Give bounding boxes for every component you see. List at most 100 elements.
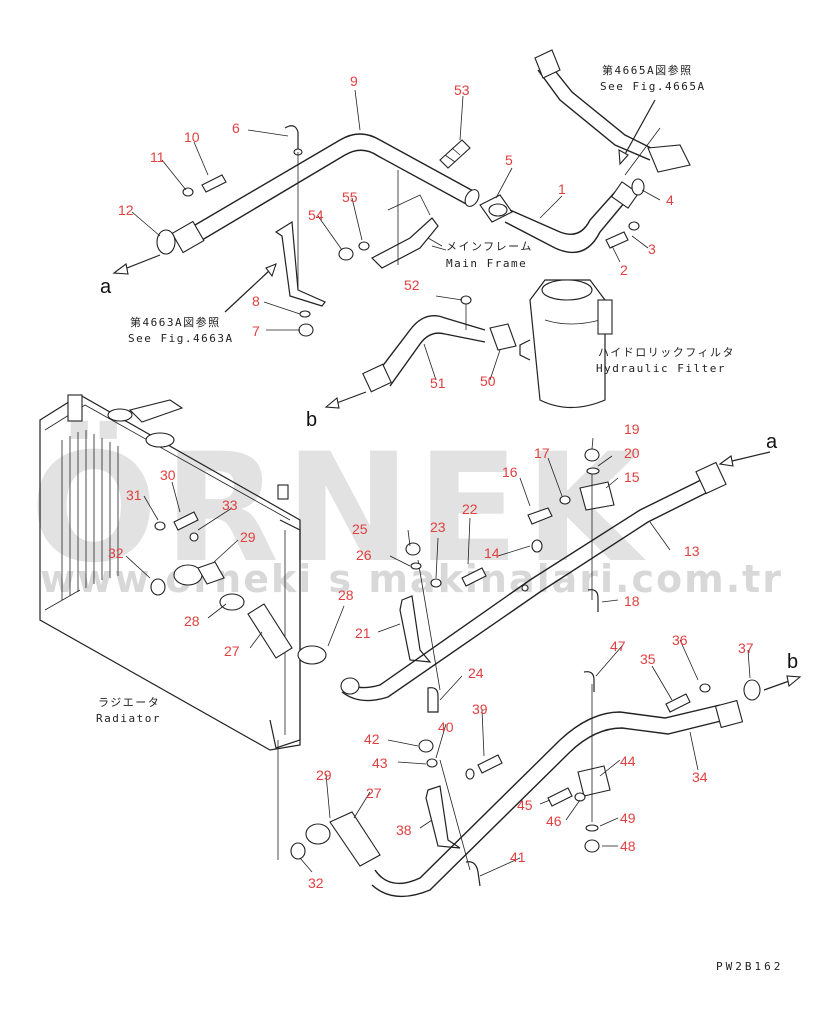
callout-43: 43 (372, 755, 388, 771)
watermark-url: www.orneki s makinalari.com.tr (40, 557, 783, 601)
callout-34: 34 (692, 769, 708, 785)
pipe-13 (340, 461, 727, 702)
hydraulic-filter-en: Hydraulic Filter (596, 362, 726, 375)
main-frame-jp: メインフレーム (446, 240, 533, 253)
callout-33: 33 (222, 497, 238, 513)
ref-4663a-jp: 第4663A図参照 (130, 315, 221, 329)
callout-1: 1 (558, 181, 566, 197)
callout-25: 25 (352, 521, 368, 537)
connection-b-left: b (306, 409, 317, 431)
clamp-15 (579, 470, 615, 612)
clamp-44 (577, 671, 611, 822)
pipe-51 (362, 295, 517, 393)
radiator (39, 394, 301, 751)
pipe-34 (371, 699, 744, 898)
callout-32-lower: 32 (308, 875, 324, 891)
callout-20: 20 (624, 445, 640, 461)
callout-45: 45 (517, 797, 533, 813)
watermark: ÖRNEK www.orneki s makinalari.com.tr (30, 420, 783, 601)
callout-24: 24 (468, 665, 484, 681)
callout-47: 47 (610, 638, 626, 654)
callout-44: 44 (620, 753, 636, 769)
callout-27-lower: 27 (366, 785, 382, 801)
hardware (154, 174, 761, 853)
ref-4665a-jp: 第4665A図参照 (602, 63, 693, 77)
callout-37: 37 (738, 640, 754, 656)
callout-31: 31 (126, 487, 142, 503)
main-frame-en: Main Frame (446, 257, 527, 270)
connection-a-left: a (100, 276, 112, 298)
drawing-code: PW2B162 (716, 960, 783, 973)
radiator-en: Radiator (96, 712, 161, 725)
callout-8: 8 (252, 293, 260, 309)
callout-5: 5 (505, 152, 513, 168)
callout-3: 3 (648, 241, 656, 257)
callout-16: 16 (502, 464, 518, 480)
callout-51: 51 (430, 375, 446, 391)
callout-39: 39 (472, 701, 488, 717)
callout-28-left: 28 (184, 613, 200, 629)
hose-53 (439, 139, 471, 169)
callout-12: 12 (118, 202, 134, 218)
ref-4665a-en: See Fig.4665A (600, 80, 706, 93)
callout-46: 46 (546, 813, 562, 829)
callout-48: 48 (620, 838, 636, 854)
callout-49: 49 (620, 810, 636, 826)
main-frame-bracket (370, 170, 443, 269)
callout-11: 11 (150, 149, 165, 165)
callout-36: 36 (672, 632, 688, 648)
bracket-6-support (274, 152, 326, 307)
hydraulic-filter (519, 279, 613, 409)
callout-21: 21 (355, 625, 371, 641)
callout-26: 26 (356, 547, 372, 563)
callout-55: 55 (342, 189, 358, 205)
callout-15: 15 (624, 469, 640, 485)
watermark-brand: ÖRNEK (30, 420, 647, 596)
callout-41: 41 (510, 849, 526, 865)
callout-52: 52 (404, 277, 420, 293)
callout-40: 40 (438, 719, 454, 735)
callout-18: 18 (624, 593, 640, 609)
callout-32-upper: 32 (108, 545, 124, 561)
pipe-1 (504, 181, 640, 254)
callout-28-right: 28 (338, 587, 354, 603)
bracket-21 (399, 559, 441, 691)
leader-lines (112, 89, 802, 877)
pipe-to-4665a (534, 49, 691, 176)
callout-23: 23 (430, 519, 446, 535)
reference-labels: 第4665A図参照 See Fig.4665A 第4663A図参照 See Fi… (96, 63, 783, 973)
callout-42: 42 (364, 731, 380, 747)
clip-24 (427, 687, 439, 713)
callout-38: 38 (396, 822, 412, 838)
callout-17: 17 (534, 445, 550, 461)
radiator-jp: ラジエータ (98, 696, 160, 709)
bracket-38 (425, 759, 481, 887)
callout-35: 35 (640, 651, 656, 667)
pipe-9 (171, 125, 480, 254)
callout-22: 22 (462, 501, 478, 517)
clamp-5 (479, 194, 513, 223)
connection-a-right: a (766, 431, 778, 453)
callout-4: 4 (666, 192, 674, 208)
callout-6: 6 (232, 120, 240, 136)
callout-29-lower: 29 (316, 767, 332, 783)
callout-7: 7 (252, 323, 260, 339)
connection-letters: a b a b (100, 276, 798, 673)
callout-numbers: 1 2 3 4 5 6 7 8 9 10 11 12 13 14 15 16 1… (108, 73, 754, 891)
callout-13: 13 (684, 543, 700, 559)
callout-30: 30 (160, 467, 176, 483)
ref-4663a-en: See Fig.4663A (128, 332, 234, 345)
connection-b-right: b (787, 651, 798, 673)
callout-54: 54 (308, 207, 324, 223)
hose-27-upper (150, 561, 327, 665)
callout-50: 50 (480, 373, 496, 389)
callout-2: 2 (620, 262, 628, 278)
callout-29-upper: 29 (240, 529, 256, 545)
hydraulic-filter-jp: ハイドロリックフィルタ (598, 346, 735, 359)
callout-10: 10 (184, 129, 200, 145)
callout-19: 19 (624, 421, 640, 437)
hose-27-lower (290, 811, 381, 867)
callout-9: 9 (350, 73, 358, 89)
